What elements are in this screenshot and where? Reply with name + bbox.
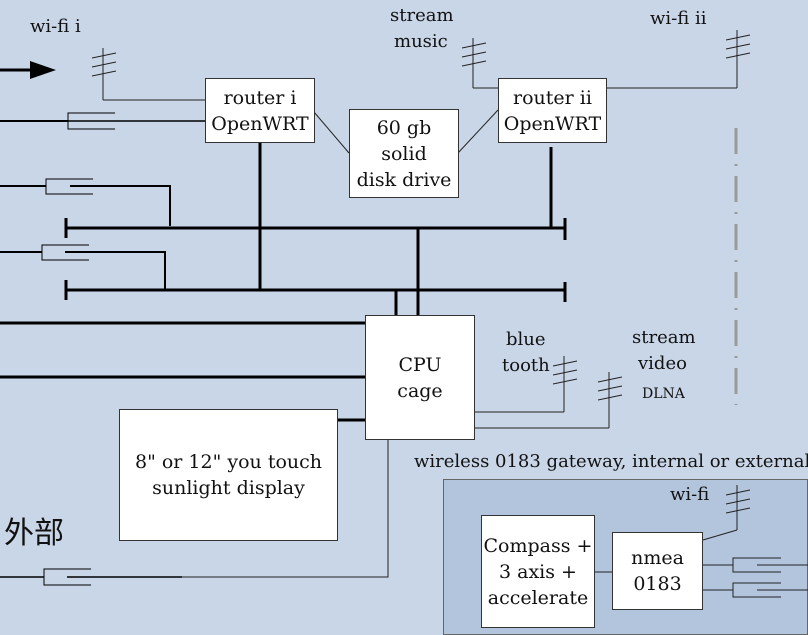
gateway-caption: wireless 0183 gateway, internal or exter… xyxy=(414,451,808,472)
display-label: sunlight display xyxy=(152,477,305,499)
cpu-box: CPU cage xyxy=(365,315,475,440)
wifi-1-label: wi-fi i xyxy=(30,16,81,37)
bluetooth-label-2: tooth xyxy=(502,355,550,376)
gateway-wifi-label: wi-fi xyxy=(670,484,710,505)
stream-music-label-2: music xyxy=(394,31,448,52)
cpu-external-link xyxy=(182,440,389,578)
router-1-firmware: OpenWRT xyxy=(211,112,309,135)
accelerate-label: accelerate xyxy=(487,586,589,609)
antenna-wifi-2-icon xyxy=(606,30,751,89)
router-2-label: router ii xyxy=(513,86,592,109)
gateway-right-connectors xyxy=(703,557,808,598)
left-connectors xyxy=(0,112,205,586)
router-2-box: router ii OpenWRT xyxy=(498,78,607,143)
disk-type: solid xyxy=(381,142,427,165)
dlna-label: DLNA xyxy=(642,386,685,402)
bus-lines xyxy=(0,142,567,422)
disk-size: 60 gb xyxy=(376,116,432,139)
antenna-stream-video-icon xyxy=(474,372,623,429)
external-label: 外部 xyxy=(4,516,64,551)
compass-box: Compass + 3 axis + accelerate xyxy=(481,515,595,628)
cpu-cage-label: cage xyxy=(397,379,443,402)
router-2-firmware: OpenWRT xyxy=(503,112,602,135)
router1-disk-link xyxy=(313,111,350,154)
stream-video-label-1: stream xyxy=(632,327,696,348)
antenna-bluetooth-icon xyxy=(474,356,578,413)
antenna-wifi-1-icon xyxy=(91,48,205,101)
stream-music-label-1: stream xyxy=(390,5,454,26)
stream-video-label-2: video xyxy=(638,353,687,374)
wifi-2-label: wi-fi ii xyxy=(650,8,707,29)
router-1-box: router i OpenWRT xyxy=(205,78,315,143)
nmea-box: nmea 0183 xyxy=(612,532,703,610)
antenna-gateway-wifi-icon xyxy=(702,485,751,541)
display-size: 8" or 12" you touch xyxy=(134,451,323,473)
router2-disk-link xyxy=(457,109,499,154)
axis-label: 3 axis + xyxy=(499,560,577,583)
nmea-number: 0183 xyxy=(633,573,682,595)
compass-label: Compass + xyxy=(483,534,593,557)
router-1-label: router i xyxy=(223,86,297,109)
antenna-stream-music-icon xyxy=(461,38,498,89)
bluetooth-label-1: blue xyxy=(506,329,546,350)
disk-label: disk drive xyxy=(356,168,452,191)
display-box: 8" or 12" you touch sunlight display xyxy=(119,409,338,541)
disk-box: 60 gb solid disk drive xyxy=(349,109,459,198)
input-arrow xyxy=(0,61,56,79)
nmea-label: nmea xyxy=(631,547,684,569)
cpu-label: CPU xyxy=(398,353,442,376)
